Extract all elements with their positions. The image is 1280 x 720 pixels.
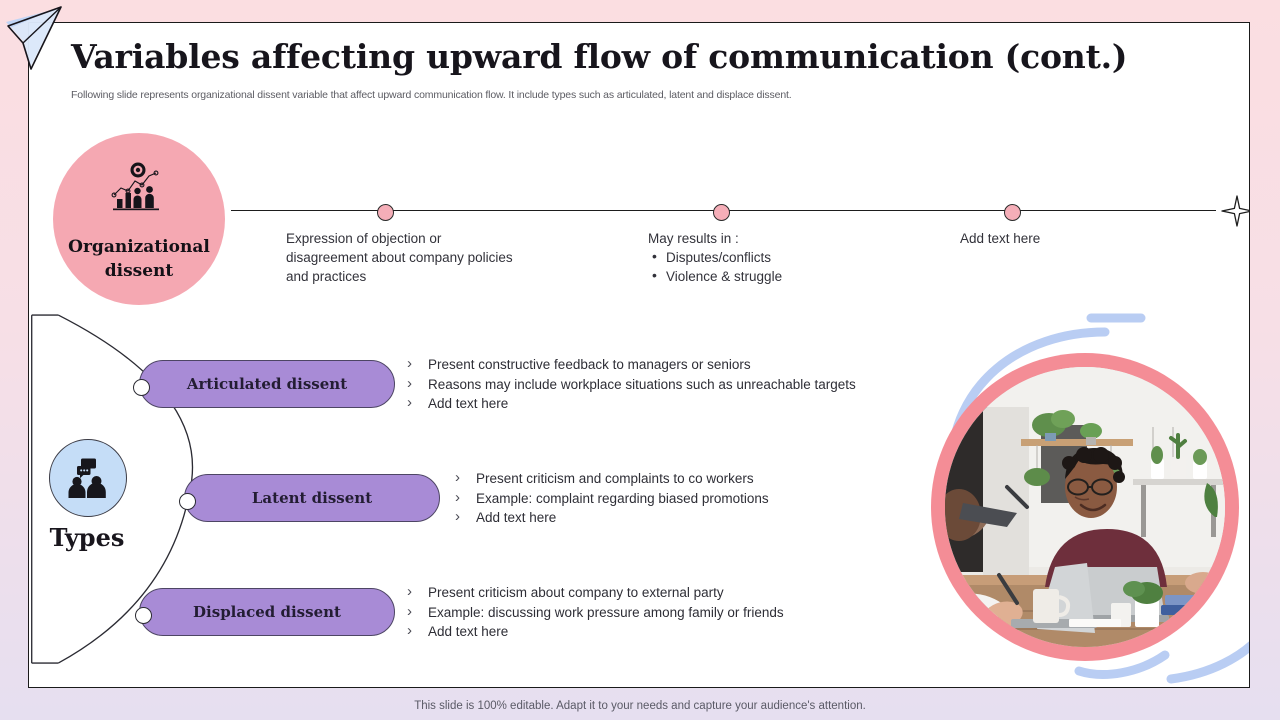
timeline-node-1 — [377, 204, 394, 221]
list-item: Disputes/conflicts — [648, 247, 858, 267]
arc-node-displaced — [135, 607, 152, 624]
timeline-step-3: Add text here — [960, 229, 1150, 248]
blue-dash-top-decoration — [1086, 313, 1146, 323]
list-item: Present criticism and complaints to co w… — [452, 468, 952, 489]
organizational-dissent-circle[interactable]: Organizational dissent — [53, 133, 225, 305]
arc-node-articulated — [133, 379, 150, 396]
timeline-step-2-heading: May results in : — [648, 231, 739, 246]
pill-latent-dissent[interactable]: Latent dissent — [184, 474, 440, 522]
bullets-articulated: Present constructive feedback to manager… — [404, 354, 974, 414]
list-item: Present criticism about company to exter… — [404, 582, 924, 603]
bullets-displaced: Present criticism about company to exter… — [404, 582, 924, 642]
list-item: Add text here — [404, 621, 924, 642]
types-label: Types — [49, 523, 125, 552]
org-label-line2: dissent — [104, 261, 174, 281]
pill-displaced-dissent[interactable]: Displaced dissent — [139, 588, 395, 636]
page-subtitle: Following slide represents organizationa… — [71, 89, 792, 101]
list-item: Add text here — [452, 507, 952, 528]
two-people-chat-icon — [68, 458, 106, 498]
timeline-step-1-heading: Expression of objection or disagreement … — [286, 231, 513, 284]
arc-node-latent — [179, 493, 196, 510]
list-item: Present constructive feedback to manager… — [404, 354, 974, 375]
timeline-step-2-bullets: Disputes/conflicts Violence & struggle — [648, 247, 858, 286]
photo-circle — [931, 353, 1239, 661]
list-item: Violence & struggle — [648, 266, 858, 286]
list-item: Reasons may include workplace situations… — [404, 374, 974, 395]
types-circle[interactable] — [49, 439, 127, 517]
org-label-line1: Organizational — [68, 237, 210, 257]
photo-image — [945, 367, 1225, 647]
organizational-dissent-label: Organizational dissent — [64, 235, 214, 283]
list-item: Add text here — [404, 393, 974, 414]
timeline-step-3-heading: Add text here — [960, 231, 1041, 246]
bullets-latent: Present criticism and complaints to co w… — [452, 468, 952, 528]
page-title: Variables affecting upward flow of commu… — [71, 37, 1128, 76]
pill-articulated-dissent[interactable]: Articulated dissent — [139, 360, 395, 408]
list-item: Example: discussing work pressure among … — [404, 602, 924, 623]
footer-note: This slide is 100% editable. Adapt it to… — [414, 700, 866, 712]
four-point-star-icon — [1221, 195, 1249, 227]
timeline-step-1: Expression of objection or disagreement … — [286, 229, 516, 286]
bar-chart-people-icon — [111, 162, 159, 211]
timeline-step-2: May results in : Disputes/conflicts Viol… — [648, 229, 858, 286]
office-meeting-illustration — [945, 367, 1225, 647]
timeline-node-3 — [1004, 204, 1021, 221]
list-item: Example: complaint regarding biased prom… — [452, 488, 952, 509]
slide-canvas: Variables affecting upward flow of commu… — [28, 22, 1250, 688]
timeline-node-2 — [713, 204, 730, 221]
